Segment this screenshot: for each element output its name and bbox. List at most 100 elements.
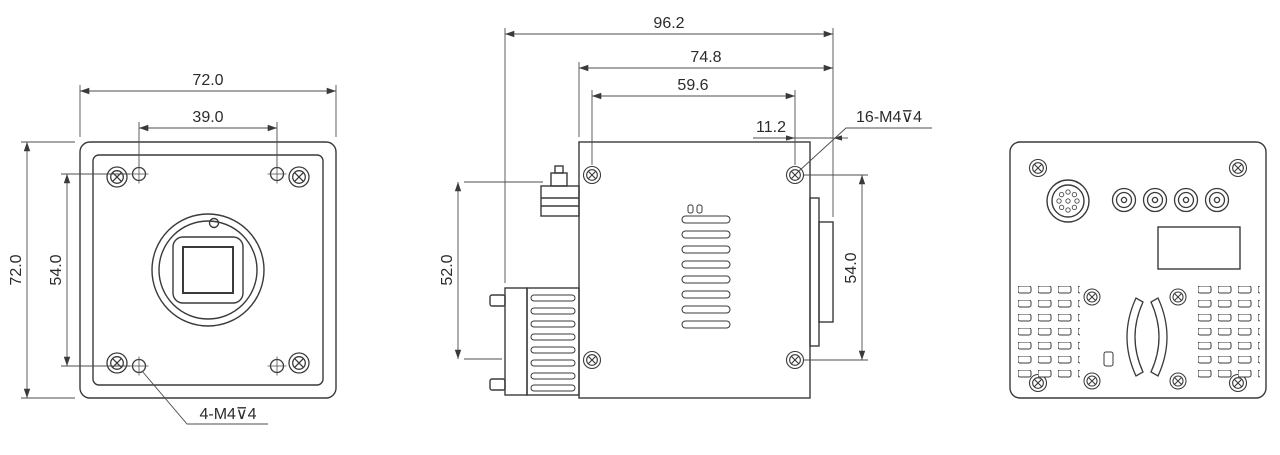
dimension-label: 54.0 bbox=[48, 254, 65, 285]
vent-tick bbox=[696, 204, 703, 214]
pin bbox=[1058, 191, 1065, 198]
m4-mount-hole bbox=[266, 163, 288, 185]
side-vent-slots bbox=[681, 204, 731, 329]
mount-step bbox=[809, 197, 820, 347]
mount-flange bbox=[818, 221, 834, 323]
dimension-label: 52.0 bbox=[439, 254, 456, 285]
dimension-label: 72.0 bbox=[8, 254, 25, 285]
rear-view bbox=[1009, 141, 1267, 399]
thumb-screw-cap bbox=[554, 165, 564, 174]
arrow-icon bbox=[833, 135, 842, 141]
thread-callout-label: 16-M4⊽4 bbox=[856, 109, 922, 126]
corner-screw-icon bbox=[288, 166, 310, 188]
heatsink-fin bbox=[530, 346, 576, 354]
corner-screw-icon bbox=[106, 352, 128, 374]
side-screw-icon bbox=[582, 165, 602, 185]
vent-slot bbox=[681, 215, 731, 224]
m4-mount-hole bbox=[128, 355, 150, 377]
heatsink-fin bbox=[530, 320, 576, 328]
heatsink-plate bbox=[504, 287, 528, 396]
power-io-connector bbox=[1046, 179, 1090, 223]
vent-slot bbox=[681, 230, 731, 239]
front-outer-body bbox=[79, 141, 337, 399]
dimension-label: 96.2 bbox=[653, 15, 684, 32]
dimension-label: 59.6 bbox=[677, 77, 708, 94]
heatsink-fin bbox=[530, 307, 576, 315]
connector-shell bbox=[1046, 179, 1090, 223]
thumb-screw bbox=[550, 172, 568, 187]
heatsink-fin bbox=[530, 372, 576, 380]
coax-connector bbox=[1111, 187, 1137, 213]
mount-set-screw bbox=[208, 217, 220, 229]
dimension-label: 72.0 bbox=[192, 72, 223, 89]
dim-front-height: 72.0 bbox=[8, 141, 75, 399]
lens-mount bbox=[151, 213, 265, 327]
pin bbox=[1065, 189, 1071, 195]
arrow-icon bbox=[786, 135, 795, 141]
dimension-label: 39.0 bbox=[192, 109, 223, 126]
mount-ring-circle bbox=[158, 220, 258, 320]
sensor-bezel bbox=[172, 236, 244, 304]
pin bbox=[1065, 198, 1071, 204]
connector-housing bbox=[540, 185, 580, 217]
m4-mount-hole bbox=[128, 163, 150, 185]
corner-screw-icon bbox=[1028, 158, 1048, 178]
side-screw-icon bbox=[785, 350, 805, 370]
vent-slot bbox=[681, 320, 731, 329]
front-thread-callout: 4-M4⊽4 bbox=[141, 370, 268, 425]
side-thread-callout: 16-M4⊽4 bbox=[798, 109, 932, 172]
fan-screw-icon bbox=[1169, 288, 1187, 306]
vent-slot bbox=[681, 290, 731, 299]
leader-line bbox=[798, 127, 932, 172]
connector-pins bbox=[1056, 189, 1080, 213]
fan-cutout bbox=[1083, 288, 1187, 390]
fan-arc-slot bbox=[1150, 297, 1168, 377]
vent-tick bbox=[687, 204, 694, 214]
vent-slot bbox=[681, 245, 731, 254]
pin bbox=[1071, 204, 1078, 211]
connector-insert bbox=[1051, 184, 1085, 218]
heatsink-fin bbox=[530, 359, 576, 367]
pin bbox=[1056, 198, 1062, 204]
heatsink-body bbox=[526, 287, 580, 396]
dimension-label: 74.8 bbox=[690, 49, 721, 66]
dim-side-body-length: 74.8 bbox=[578, 49, 833, 137]
corner-screw-icon bbox=[1228, 158, 1248, 178]
vent-slot bbox=[681, 260, 731, 269]
dim-side-overall-length: 96.2 bbox=[504, 15, 834, 283]
dimension-label: 11.2 bbox=[756, 119, 786, 136]
coax-connector bbox=[1204, 187, 1230, 213]
vent-slot bbox=[681, 305, 731, 314]
coax-connector bbox=[1173, 187, 1199, 213]
dim-side-hole-pitch-vertical: 54.0 bbox=[804, 174, 868, 361]
label-plate bbox=[1157, 226, 1241, 270]
fan-screw-icon bbox=[1083, 372, 1101, 390]
fan-screw-icon bbox=[1083, 288, 1101, 306]
small-cutout bbox=[1103, 351, 1114, 367]
m4-mount-hole bbox=[266, 355, 288, 377]
thread-callout-label: 4-M4⊽4 bbox=[199, 406, 256, 423]
dimension-label: 54.0 bbox=[843, 252, 860, 283]
dim-front-hole-pitch-vertical: 54.0 bbox=[48, 173, 130, 367]
pin bbox=[1074, 198, 1080, 204]
pin bbox=[1065, 207, 1071, 213]
sensor-window bbox=[182, 246, 234, 294]
pin bbox=[1071, 191, 1078, 198]
mount-bolt bbox=[489, 294, 506, 307]
dim-side-hole-pitch-horizontal: 59.6 bbox=[591, 77, 796, 165]
heatsink-fin bbox=[530, 384, 576, 392]
fan-screw-icon bbox=[1169, 372, 1187, 390]
vent-slot bbox=[681, 275, 731, 284]
mount-flange-circle bbox=[151, 213, 265, 327]
front-view: 72.0 39.0 72.0 54.0 4-M4⊽4 bbox=[8, 72, 337, 425]
side-connector-block bbox=[540, 165, 580, 217]
coax-connector bbox=[1142, 187, 1168, 213]
rear-panel bbox=[1009, 141, 1267, 399]
leader-line bbox=[141, 370, 268, 425]
corner-screw-icon bbox=[106, 166, 128, 188]
dim-side-bracket-height: 52.0 bbox=[439, 181, 543, 360]
pin bbox=[1058, 204, 1065, 211]
mount-bolt bbox=[489, 378, 506, 391]
